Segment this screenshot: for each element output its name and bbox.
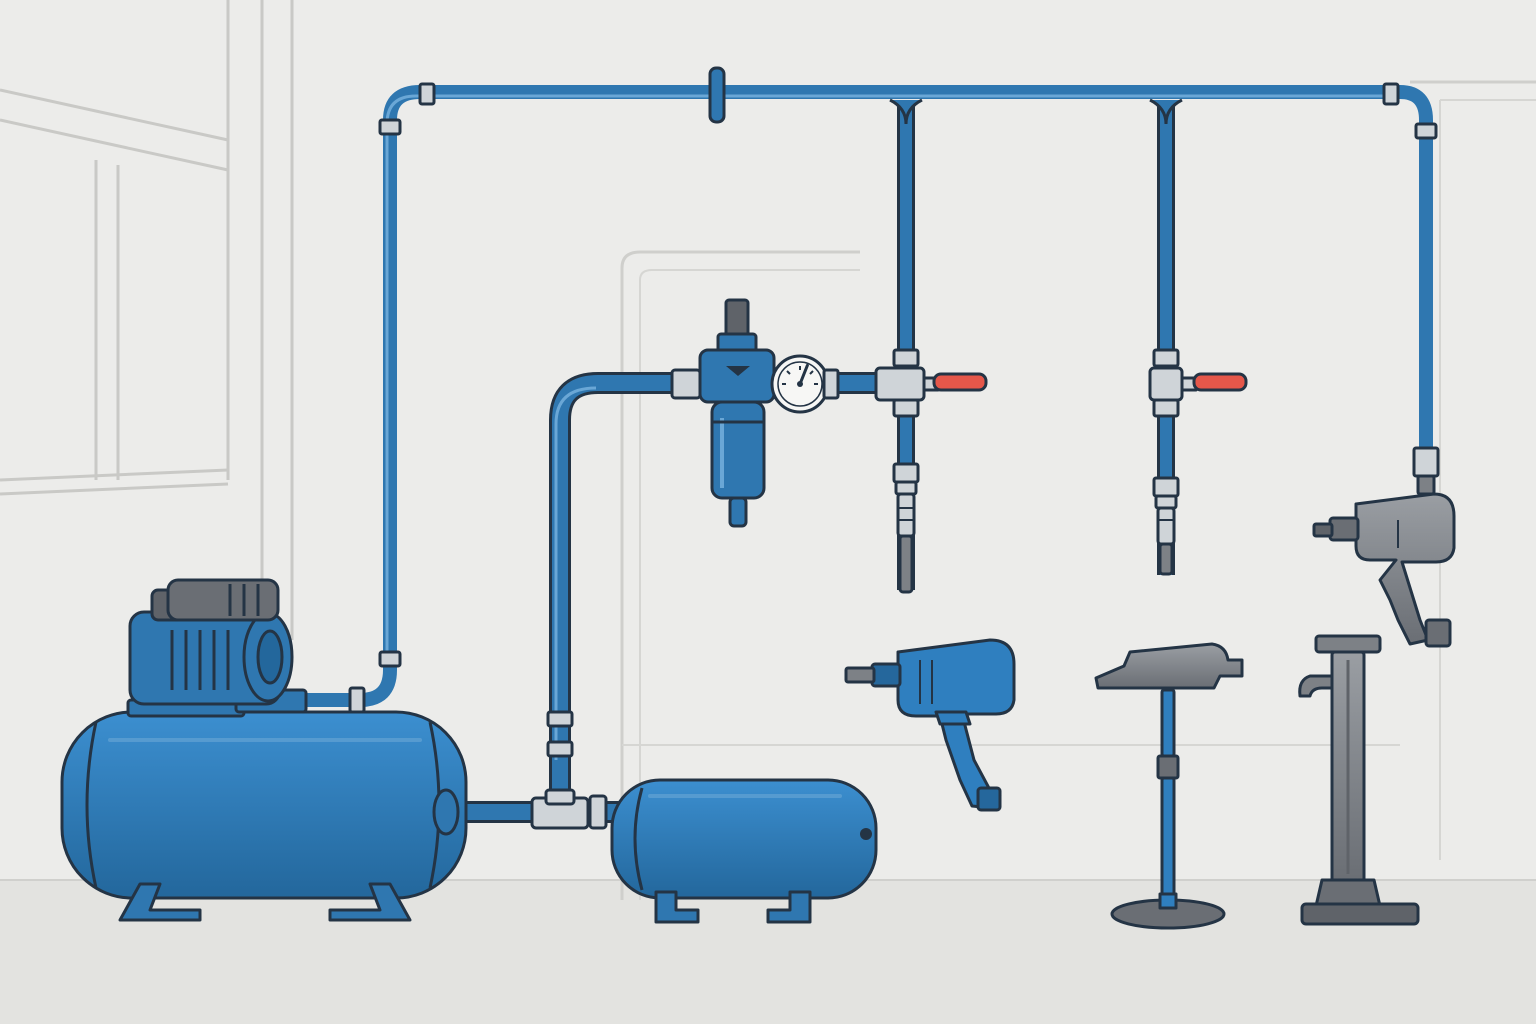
main-tank bbox=[60, 688, 468, 922]
ball-valve-icon bbox=[874, 348, 988, 418]
pipe-clamp bbox=[708, 66, 726, 124]
window-frame bbox=[0, 0, 294, 640]
floor bbox=[0, 880, 1536, 1024]
quick-coupler-icon bbox=[1152, 476, 1180, 576]
pressure-gauge-icon bbox=[770, 354, 840, 414]
quick-coupler-icon bbox=[892, 462, 920, 594]
secondary-tank bbox=[610, 778, 878, 924]
blow-gun-stand-icon bbox=[1094, 642, 1244, 930]
ball-valve-icon bbox=[1148, 348, 1248, 418]
tee-fitting bbox=[530, 788, 608, 830]
impact-wrench-blue-icon bbox=[844, 638, 1016, 812]
air-jack-icon bbox=[1298, 634, 1420, 926]
motor-icon bbox=[128, 578, 294, 706]
impact-wrench-gray-icon bbox=[1312, 446, 1456, 648]
